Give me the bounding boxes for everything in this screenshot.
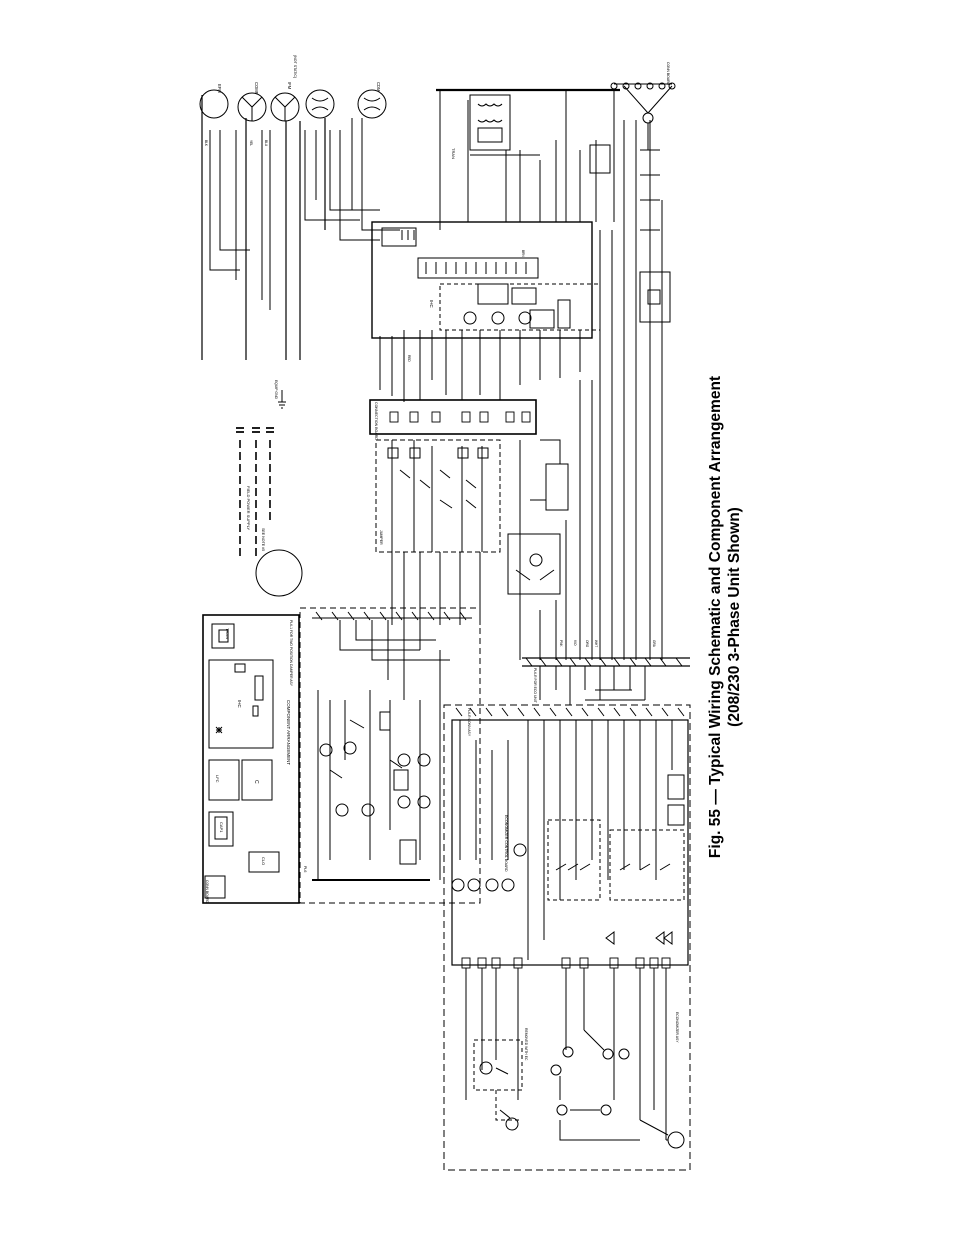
wire-tag-org: ORG [585,640,589,648]
contactor-label: C [253,780,259,784]
tran-label: TRAN [225,628,230,639]
cdm-label: CDM [376,82,381,92]
equip-gnd-label: EQUIP GND [274,380,278,400]
pl6-connector: PL6-R FOR ECO UNIT [522,657,690,705]
pl6-left-label: PL6 [303,866,307,872]
tran-box [211,623,235,649]
component-arrangement-panel: COMPONENT ARRANGEMENT TRAN IHC LFC C CAP… [202,614,300,904]
fsg-box [545,463,569,511]
efm-motor [199,89,229,119]
ihc-box [208,659,274,749]
ifm-note: (NOT STATIC) [293,55,297,78]
connection-board-label: CONNECTION BOARD [374,402,378,440]
economizer-block: ECONOMIZER CONTROL BOARD PL6-R CONN ASY … [443,704,691,1171]
see-note-label: SEE NOTE #5 [261,528,265,551]
figure-caption-line2: (208/230 3-Phase Unit Shown) [726,507,743,727]
wire-tag-vio: VIO [573,640,577,646]
ihc-board-label: IHC [429,300,434,309]
ihc-board: IHC [371,221,601,339]
two-position-damper: PL6-1 FOR TWO POSITION DAMPER ASY PL6 [289,607,481,904]
cdm-motor [357,89,387,119]
contactor-box [241,759,273,801]
damper-motor [667,1131,685,1149]
pl6-eco-unit-label: PL6-R FOR ECO UNIT [533,668,537,703]
field-power-supply-label: FIELD POWER SUPPLY [246,486,251,530]
tdr-box [639,271,671,323]
ifm-label: IFM [287,82,292,90]
pl6-conn-asy-label: PL6-R CONN ASY [467,708,471,737]
figure-caption-line1: Fig. 55 — Typical Wiring Schematic and C… [707,375,724,859]
wire-tag-gra: GRA [652,640,656,648]
conn-board-top-label: CONN BOARD [666,62,670,86]
wire-tag-wht: WHT [594,640,598,647]
conn-board-strip [204,875,226,899]
sticker-circle [255,549,303,597]
clo-box [248,851,280,873]
removed-with-ec-label: REMOVED WITH EC [524,1028,528,1061]
wire-tag-brn: BRN [521,250,525,257]
component-arrangement-title: COMPONENT ARRANGEMENT [286,700,291,765]
transformer-block: TRAN [451,94,511,159]
top-motors: EFM COMP IFM (NOT STATIC) CDM [199,55,387,122]
connection-board: CONNECTION BOARD [369,399,537,440]
cap1-label: CAP1 [219,822,224,833]
outdoor-sensor [507,533,561,595]
thermostat-block: JUMPER [375,439,501,553]
wire-tag-pnk: PNK [559,640,563,647]
ifc-box [208,759,240,801]
economizer-control-board [451,719,689,966]
economizer-board-label: ECONOMIZER CONTROL BOARD [504,815,508,872]
tran-top-label: TRAN [451,148,456,159]
efm-label: EFM [217,84,222,93]
wire-tag-yel: YEL [249,140,253,146]
comp-label: COMP [254,82,259,95]
field-power-supply: FIELD POWER SUPPLY SEE NOTE #5 EQUIP GND [236,380,286,560]
hs-box [589,144,611,174]
ifm-motor [305,89,335,119]
wire-tag-blu: BLU [264,140,268,147]
wire-tag-blk: BLK [204,140,208,147]
wire-color-tags: BLK YEL BLU RED BRN WHT ORG GRA PNK VIO [204,140,656,648]
ihc-label: IHC [237,700,242,709]
ifc-label: LFC [215,775,220,783]
top-right-terminals: CONN BOARD [610,62,676,150]
jumper-label: JUMPER [379,530,383,545]
cap1-box [208,811,234,847]
conn-board-label: CONN BOARD [205,880,209,904]
pl6-damper-label: PL6-1 FOR TWO POSITION DAMPER ASY [289,620,293,687]
economizer-asy-label: ECONOMIZER ASY [675,1012,679,1043]
wire-tag-red: RED [407,355,411,362]
clo-label: CLO [261,857,266,865]
